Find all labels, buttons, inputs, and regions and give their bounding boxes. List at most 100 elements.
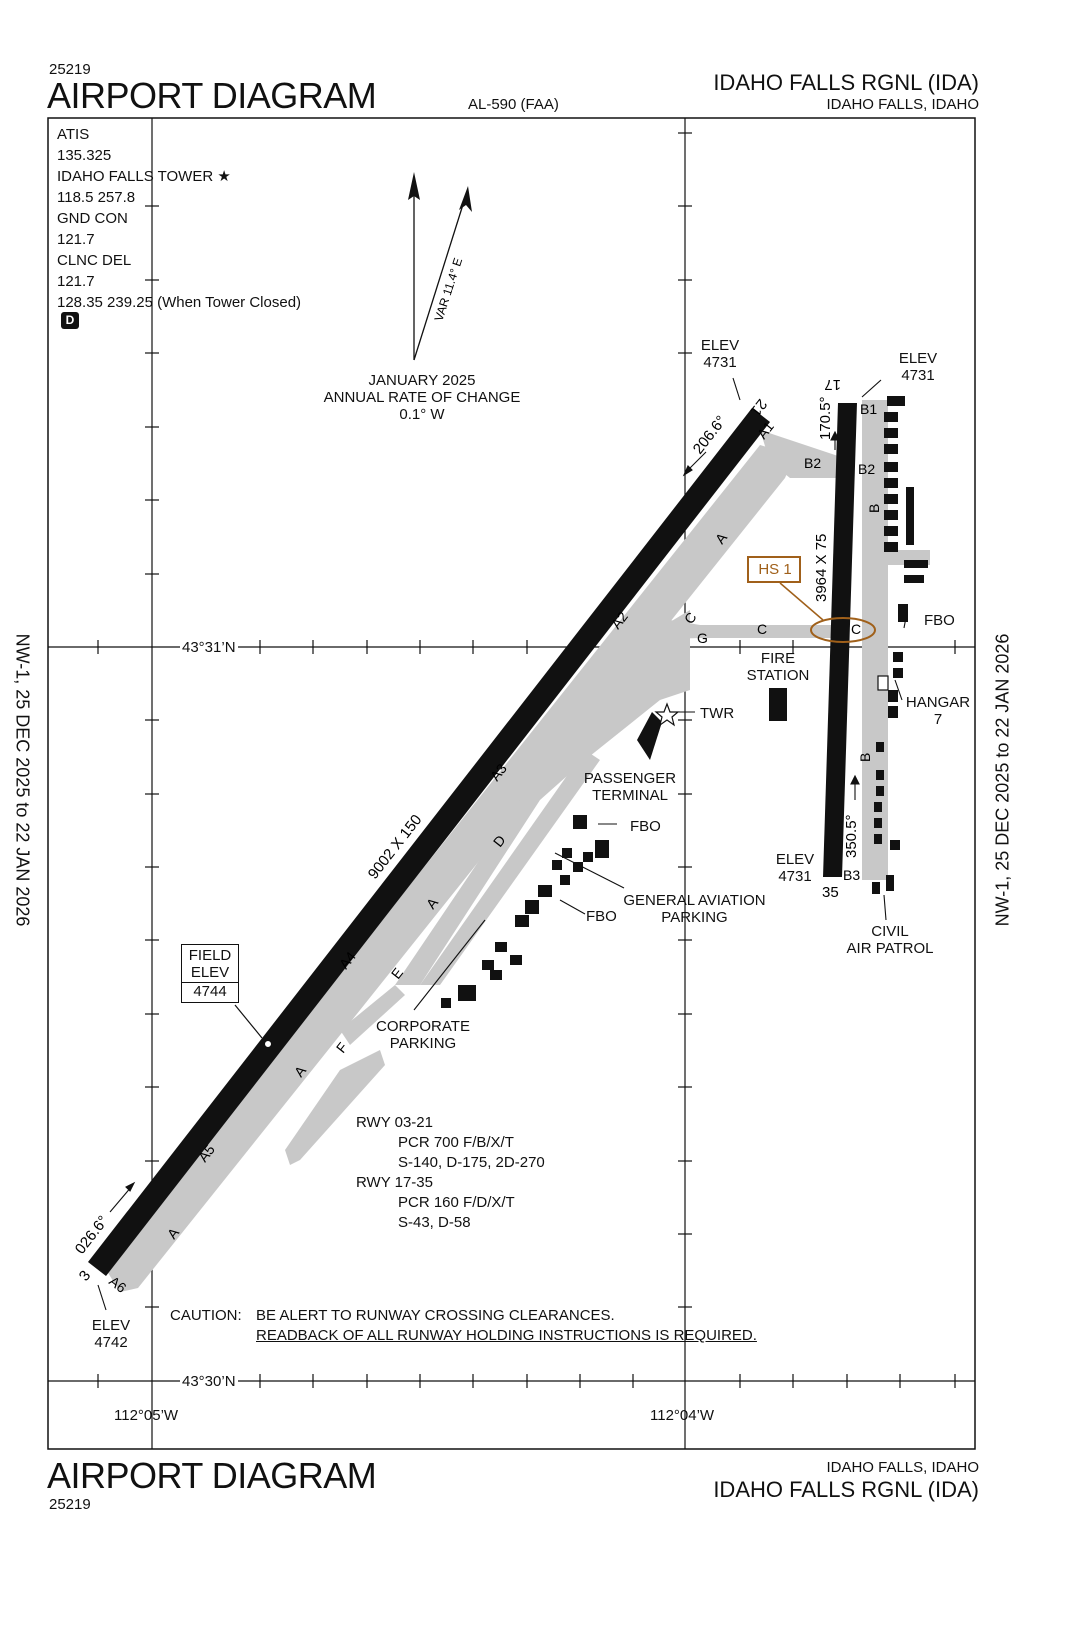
mag-rate-value: 0.1° W: [399, 406, 445, 423]
ps-rwy2-pcr: PCR 160 F/D/X/T: [398, 1194, 515, 1211]
lat-lower: 43°30’N: [180, 1372, 238, 1392]
passenger-terminal-label: PASSENGER TERMINAL: [583, 770, 677, 804]
runway-03-21: [88, 408, 770, 1276]
ps-rwy2-wt: S-43, D-58: [398, 1214, 471, 1231]
true-north-arrowhead: [408, 172, 420, 200]
taxiway-labels: A1 B2 B1 B2 B A A2 C G C C A3 D A A4 E F…: [106, 401, 882, 1296]
buildings: [441, 396, 928, 1008]
hot-spot-box: [747, 556, 801, 583]
title-top: AIRPORT DIAGRAM: [47, 75, 377, 116]
freq-line-1: 135.325: [57, 147, 112, 164]
twy-b1: B1: [860, 401, 877, 417]
taxiway-f-apron: [285, 1050, 385, 1165]
caution-line1: BE ALERT TO RUNWAY CROSSING CLEARANCES.: [256, 1307, 615, 1324]
fbo-label-3: FBO: [924, 612, 955, 629]
title-bottom: AIRPORT DIAGRAM: [47, 1455, 377, 1496]
taxiway-f: [340, 985, 405, 1045]
taxiway-a1-b2: [760, 430, 850, 478]
elev-rwy-21: ELEV 4731: [700, 337, 740, 371]
elev-rwy-35: ELEV 4731: [775, 851, 815, 885]
twy-g: G: [697, 630, 708, 646]
hot-spot-leader: [779, 582, 824, 621]
pavement: [105, 400, 930, 1292]
chart-number-bottom: 25219: [49, 1496, 91, 1513]
rwy-end-21: 21: [747, 396, 771, 420]
taxiway-b: [862, 400, 888, 880]
rwy-end-17: 17: [824, 376, 841, 393]
taxiway-c: [640, 615, 840, 640]
freq-line-5: 121.7: [57, 231, 95, 248]
fuel-icon: [877, 675, 889, 691]
lon-right: 112°04’W: [650, 1407, 715, 1424]
mag-rate-label: ANNUAL RATE OF CHANGE: [323, 389, 521, 406]
chart-frame: [47, 117, 976, 1450]
fbo-label-2: FBO: [586, 908, 617, 925]
fbo-building-2: [595, 840, 609, 858]
field-elev-leader: [234, 1004, 263, 1039]
al-number: AL-590 (FAA): [468, 96, 559, 113]
leader-lines: [97, 377, 908, 1311]
ps-rwy2: RWY 17-35: [356, 1174, 433, 1191]
freq-line-6: CLNC DEL: [57, 252, 132, 269]
pavement-strength: RWY 03-21 PCR 700 F/B/X/T S-140, D-175, …: [356, 1113, 545, 1233]
freq-line-3: 118.5 257.8: [57, 189, 136, 206]
caution-line2: READBACK OF ALL RUNWAY HOLDING INSTRUCTI…: [256, 1327, 757, 1344]
corporate-parking-label: CORPORATE PARKING: [376, 1018, 470, 1052]
ps-rwy1-pcr: PCR 700 F/B/X/T: [398, 1134, 514, 1151]
twy-b3: B3: [843, 867, 860, 883]
ps-rwy1-wt: S-140, D-175, 2D-270: [398, 1154, 545, 1171]
runway-17-35: [823, 403, 857, 877]
caution-prefix: CAUTION:: [170, 1307, 242, 1324]
twy-c-west: C: [757, 621, 767, 637]
airport-name-bottom: IDAHO FALLS RGNL (IDA): [713, 1477, 979, 1502]
elev-rwy-3: ELEV 4742: [91, 1317, 131, 1351]
mag-epoch: JANUARY 2025: [368, 372, 476, 389]
taxiway-d: [420, 750, 600, 985]
freq-line-7: 121.7: [57, 273, 95, 290]
frequencies-block: ATIS 135.325 IDAHO FALLS TOWER ★ 118.5 2…: [57, 124, 301, 313]
lon-left: 112°05’W: [114, 1407, 179, 1424]
rwy-17-35-dimensions: 3964 X 75: [813, 534, 830, 602]
tower-star-icon: [654, 702, 680, 727]
hangar-7-label: HANGAR 7: [905, 694, 971, 728]
taxiway-a: [105, 445, 795, 1292]
magnetic-info: JANUARY 2025 ANNUAL RATE OF CHANGE 0.1° …: [322, 372, 522, 423]
twy-b2-west: B2: [804, 455, 821, 471]
ga-parking-label: GENERAL AVIATION PARKING: [623, 892, 766, 926]
fbo-building-north: [573, 815, 587, 829]
hot-spot-ellipse: [810, 617, 876, 643]
rwy-heading-35: 350.5°: [843, 814, 860, 858]
rwy-end-3: 3: [76, 1267, 95, 1284]
twy-c-east: C: [851, 621, 861, 637]
field-elev-box: FIELD ELEV 4744: [181, 944, 239, 1003]
location-bottom: IDAHO FALLS, IDAHO: [826, 1459, 979, 1476]
direction-arrows: [109, 430, 860, 1213]
chart-number-top: 25219: [49, 61, 91, 78]
twy-b2-east: B2: [858, 461, 875, 477]
freq-line-0: ATIS: [57, 126, 90, 143]
freq-line-2: IDAHO FALLS TOWER ★: [57, 168, 231, 185]
twy-b-south: B: [857, 753, 873, 762]
freq-line-4: GND CON: [57, 210, 128, 227]
elev-rwy-17: ELEV 4731: [898, 350, 938, 384]
rwy-heading-17: 170.5°: [817, 396, 834, 440]
magnetic-north-arrow: [413, 194, 467, 361]
twr-label: TWR: [700, 705, 735, 722]
field-elev-value: 4744: [182, 982, 238, 1000]
location-top: IDAHO FALLS, IDAHO: [826, 96, 979, 113]
taxiway-c-connector: [690, 480, 770, 572]
fire-station-label: FIRE STATION: [746, 650, 810, 684]
passenger-terminal-building: [637, 712, 662, 760]
apron-main: [395, 610, 690, 985]
civil-air-patrol-label: CIVIL AIR PATROL: [846, 923, 934, 957]
ps-rwy1: RWY 03-21: [356, 1114, 433, 1131]
airport-name-top: IDAHO FALLS RGNL (IDA): [713, 70, 979, 95]
fbo-label-1: FBO: [630, 818, 661, 835]
field-elev-point: [264, 1040, 272, 1048]
hot-spot-label: HS 1: [758, 561, 792, 578]
freq-line-8: 128.35 239.25 (When Tower Closed): [57, 294, 302, 311]
rwy-end-35: 35: [822, 884, 839, 901]
twy-b-north: B: [866, 504, 882, 513]
lat-upper: 43°31’N: [180, 638, 238, 658]
field-elev-label: FIELD ELEV: [188, 947, 232, 981]
